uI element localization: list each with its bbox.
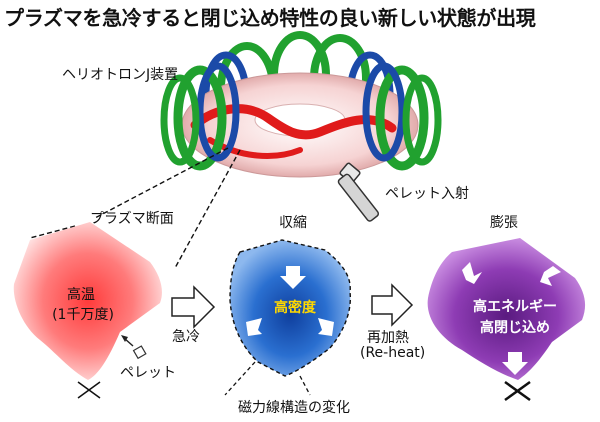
arrow-outward-bottom: [502, 352, 528, 375]
device-label: ヘリオトロンJ装置: [62, 67, 179, 83]
reheat-label: 再加熱: [367, 330, 409, 346]
coil-green-front-right: [375, 65, 429, 171]
field-structure-change-label: 磁力線構造の変化: [238, 400, 350, 416]
arrow-outward-topleft: [462, 262, 482, 284]
arrow-outward-topright: [540, 266, 561, 286]
high-density-label: 高密度: [274, 300, 316, 316]
arrow-inward-top: [280, 266, 306, 289]
arrow-inward-left: [246, 318, 262, 336]
high-energy-label: 高エネルギー: [473, 299, 557, 315]
arrow-reheat: [371, 283, 414, 327]
pellet-label: ペレット: [120, 365, 176, 381]
pellet-icon: [132, 345, 147, 360]
pellet-injection-label: ペレット入射: [385, 186, 469, 202]
temperature-label: (1千万度): [52, 307, 114, 323]
plasma-cross-section-hot: [13, 222, 162, 380]
plasma-cross-section-contracted: [229, 239, 352, 377]
pellet-injector: [337, 162, 380, 222]
reheat-english-label: (Re-heat): [360, 345, 426, 361]
high-confinement-label: 高閉じ込め: [480, 320, 550, 336]
diagram-title: プラズマを急冷すると閉じ込め特性の良い新しい状態が出現: [4, 6, 536, 30]
heliotron-device-illustration: [160, 31, 442, 222]
contracted-header: 収縮: [279, 215, 307, 231]
quench-label: 急冷: [172, 329, 200, 345]
arrow-inward-right: [318, 318, 334, 336]
coil-green-front-left: [173, 65, 227, 171]
coil-blue-front-right: [362, 62, 406, 162]
coil-blue-front-left: [196, 62, 240, 162]
plasma-ring: [190, 104, 397, 140]
hot-plasma-label: 高温: [67, 287, 95, 303]
cross-section-header: プラズマ断面: [90, 211, 174, 227]
arrow-quench: [171, 285, 216, 329]
expanded-header: 膨張: [490, 215, 518, 231]
